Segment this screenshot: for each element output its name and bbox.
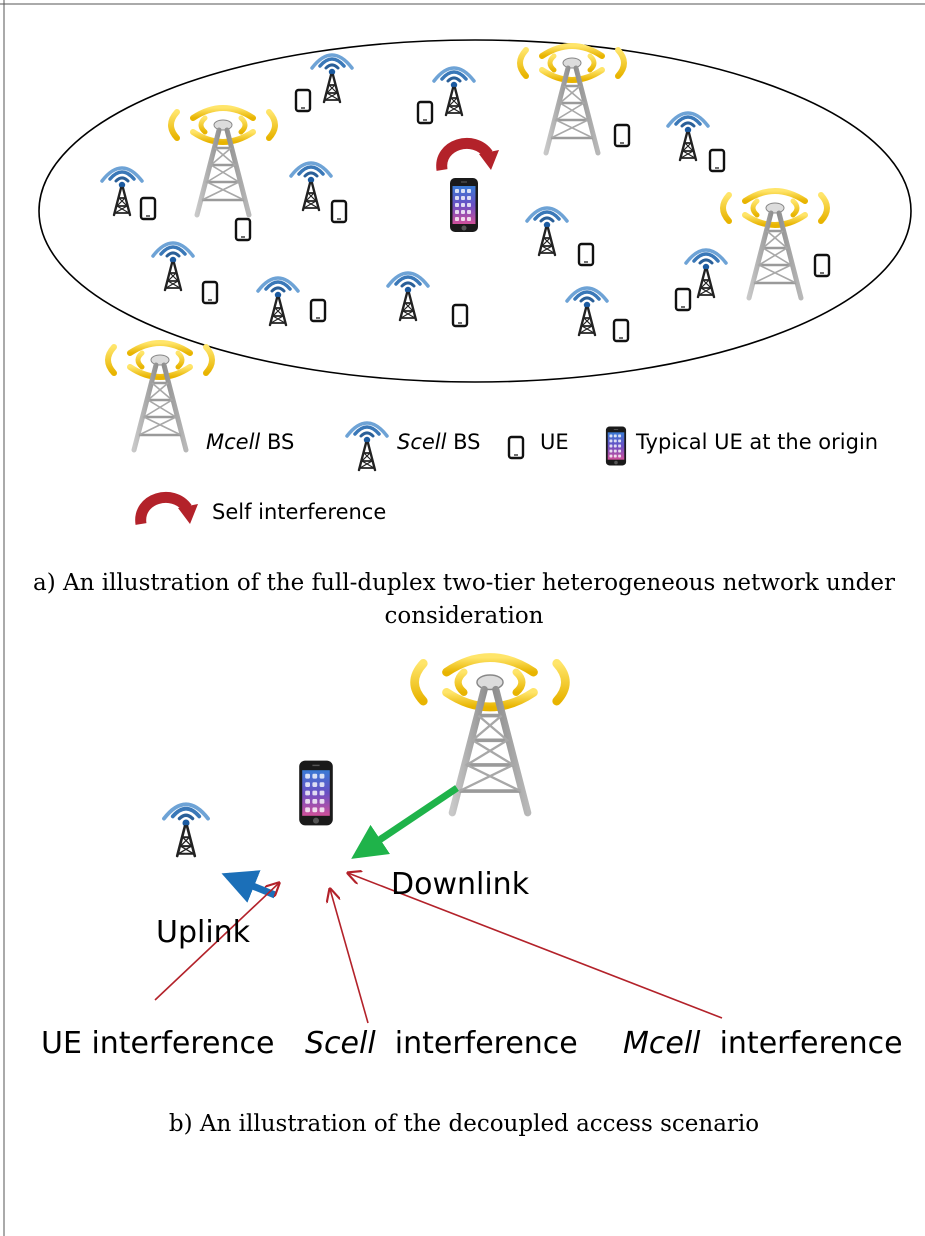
ue-icon [613, 123, 631, 148]
scell-tower-icon [386, 271, 430, 322]
caption-a-line2: consideration [384, 603, 543, 629]
scell-tower-icon [151, 241, 195, 292]
ue-icon [813, 253, 831, 278]
legend-typical-ue-icon [605, 426, 627, 466]
caption-a-line1: a) An illustration of the full-duplex tw… [33, 570, 895, 596]
scell-tower-icon [256, 276, 300, 327]
scell-tower-icon [684, 248, 728, 299]
ue-icon [294, 88, 312, 113]
scell-tower-icon [525, 206, 569, 257]
legend-ue-label: UE [540, 430, 569, 454]
ue-icon [416, 100, 434, 125]
scell-tower-icon [565, 286, 609, 337]
mcell-interference-label: Mcell interference [623, 1026, 903, 1061]
legend: Mcell BS Scell BS UE Typical UE at the o… [108, 343, 878, 524]
uplink-label: Uplink [156, 915, 251, 950]
ue-icon [201, 280, 219, 305]
self-interference-arrow-icon [442, 143, 499, 170]
downlink-label: Downlink [391, 867, 530, 902]
ue-icon [234, 217, 252, 242]
uplink-arrow [221, 870, 277, 903]
ue-icon [139, 196, 157, 221]
scell-interference-label: Scell interference [305, 1026, 578, 1061]
legend-mcell-icon [108, 343, 212, 450]
mcell-tower-icon [723, 191, 827, 298]
scell-tower-icon [100, 166, 144, 217]
caption-b: b) An illustration of the decoupled acce… [169, 1111, 759, 1137]
typical-ue-icon [298, 759, 334, 827]
ue-icon [330, 199, 348, 224]
scell-tower-icon [666, 111, 710, 162]
legend-scell-icon [345, 421, 389, 472]
scell-interference-arrow [330, 889, 369, 1024]
panel-b: Downlink Uplink UE interference Scell in… [41, 658, 903, 1137]
ue-interference-label: UE interference [41, 1026, 274, 1061]
scell-tower-icon [289, 161, 333, 212]
legend-self-interference-label: Self interference [212, 500, 386, 524]
panel-a: Mcell BS Scell BS UE Typical UE at the o… [33, 39, 912, 629]
ue-icon [708, 148, 726, 173]
legend-ue-icon [507, 435, 525, 460]
downlink-arrow [351, 785, 459, 859]
legend-self-interference-icon [141, 497, 198, 524]
scell-tower-icon [432, 66, 476, 117]
coverage-region [38, 39, 912, 383]
ue-icon [451, 303, 469, 328]
legend-typical-ue-label: Typical UE at the origin [635, 430, 878, 454]
ue-icon [674, 287, 692, 312]
typical-ue-icon [449, 177, 479, 233]
mcell-tower-icon [415, 658, 566, 813]
ue-interference-arrow [154, 883, 279, 1001]
mcell-interference-arrow [348, 873, 723, 1019]
mcell-tower-icon [171, 108, 275, 215]
scell-tower-icon [162, 802, 210, 858]
legend-scell-label: Scell BS [397, 430, 481, 454]
ue-icon [612, 318, 630, 343]
ue-icon [309, 298, 327, 323]
ue-icon [577, 242, 595, 267]
legend-mcell-label: Mcell BS [206, 430, 294, 454]
mcell-tower-icon [520, 46, 624, 153]
scell-tower-icon [310, 53, 354, 104]
